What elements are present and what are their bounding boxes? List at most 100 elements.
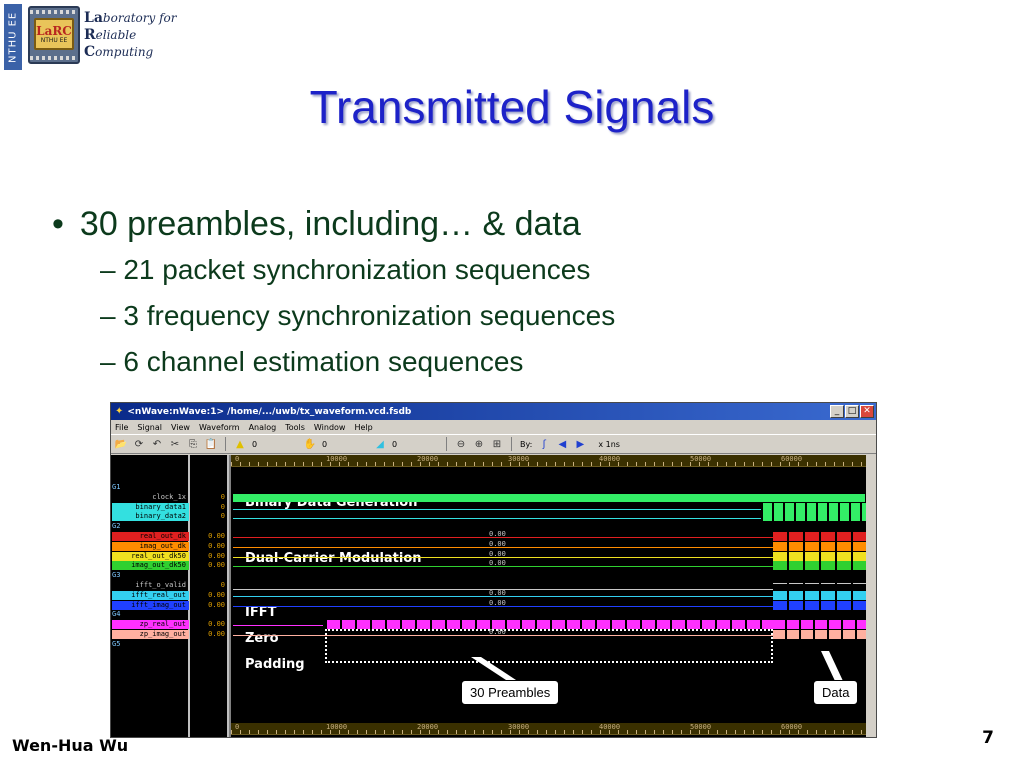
ruler-tick	[330, 730, 331, 734]
dcm-data-block	[805, 541, 819, 551]
binary-data2-waveform	[233, 518, 761, 520]
menu-signal[interactable]: Signal	[137, 422, 162, 432]
cut-icon[interactable]: ✂	[170, 438, 180, 450]
binary-data1-pulse	[818, 502, 827, 512]
ruler-tick	[663, 730, 664, 734]
menu-file[interactable]: File	[115, 422, 129, 432]
ruler-tick	[609, 462, 610, 466]
signal-name[interactable]: zp_real_out	[112, 620, 189, 630]
maximize-button[interactable]: □	[845, 405, 859, 418]
menu-bar: File Signal View Waveform Analog Tools W…	[111, 420, 876, 434]
menu-analog[interactable]: Analog	[248, 422, 277, 432]
zoom-out-icon[interactable]: ⊖	[456, 438, 466, 450]
search-forward-icon[interactable]: ▶	[576, 438, 585, 450]
zp-preamble-block	[702, 620, 715, 630]
menu-waveform[interactable]: Waveform	[198, 422, 240, 432]
cursor-icon[interactable]: ▲	[236, 438, 244, 450]
signal-name[interactable]: imag_out_dk	[112, 541, 189, 551]
ruler-tick	[825, 730, 826, 734]
ifft-real-block	[789, 590, 803, 600]
ifft-real-block	[805, 590, 819, 600]
menu-help[interactable]: Help	[354, 422, 373, 432]
ruler-tick	[861, 462, 862, 466]
zp-preamble-block	[327, 620, 340, 630]
signal-name[interactable]: binary_data1	[112, 502, 189, 512]
bullet-list: •30 preambles, including… & data – 21 pa…	[52, 205, 615, 378]
signal-group-header[interactable]: G3	[112, 571, 121, 580]
sub-bullet-text: 21 packet synchronization sequences	[123, 254, 591, 285]
pane-splitter[interactable]	[229, 455, 231, 737]
padding-label: Padding	[245, 657, 305, 672]
ruler-tick	[420, 462, 421, 466]
copy-icon[interactable]: ⎘	[189, 438, 197, 450]
callout-pointers	[471, 651, 843, 681]
signal-name[interactable]: ifft_o_valid	[135, 581, 186, 589]
ruler-tick	[339, 730, 340, 734]
ruler-tick	[411, 730, 412, 734]
ruler-tick-label: 30000	[508, 723, 530, 731]
logo-line-3: Computing	[84, 44, 154, 60]
rising-edge-icon[interactable]: ʃ	[542, 438, 547, 450]
zp-data-block	[857, 620, 869, 630]
signal-value: 0	[220, 492, 225, 501]
signal-group-header[interactable]: G5	[112, 639, 121, 648]
toolbar: 📂 ⟳ ↶ ✂ ⎘ 📋 ▲ 0 ✋ 0 ◢ 0 ⊖ ⊕ ⊞ By: ʃ ◀ ▶ …	[111, 434, 876, 454]
zp-preamble-block	[762, 620, 775, 630]
marker-icon[interactable]: ✋	[303, 438, 317, 450]
ruler-tick	[537, 730, 538, 734]
ruler-tick	[753, 462, 754, 466]
signal-name[interactable]: zp_imag_out	[112, 630, 189, 639]
ruler-tick	[519, 730, 520, 734]
menu-tools[interactable]: Tools	[285, 422, 305, 432]
zp-data-block	[829, 620, 841, 630]
toolbar-separator	[225, 437, 226, 451]
ruler-tick	[834, 730, 835, 734]
signal-group-header[interactable]: G2	[112, 522, 121, 531]
ruler-tick	[780, 730, 781, 734]
ruler-tick	[861, 730, 862, 734]
waveform-value-label: 0.00	[489, 549, 506, 558]
ruler-tick	[240, 462, 241, 466]
signal-name[interactable]: ifft_imag_out	[112, 600, 189, 610]
ruler-tick	[771, 730, 772, 734]
dcm-data-block	[837, 561, 851, 571]
menu-view[interactable]: View	[170, 422, 190, 432]
by-label: By:	[520, 439, 533, 449]
ruler-tick	[312, 462, 313, 466]
paste-icon[interactable]: 📋	[204, 438, 218, 450]
close-button[interactable]: ✕	[860, 405, 874, 418]
window-titlebar[interactable]: ✦ <nWave:nWave:1> /home/.../uwb/tx_wavef…	[111, 403, 876, 420]
menu-window[interactable]: Window	[313, 422, 346, 432]
dcm-data-block	[789, 561, 803, 571]
zoom-in-icon[interactable]: ⊕	[474, 438, 484, 450]
reload-icon[interactable]: ⟳	[134, 438, 144, 450]
ifft-real-block	[853, 590, 867, 600]
zp-imag-block	[843, 630, 855, 639]
open-file-icon[interactable]: 📂	[114, 438, 128, 450]
signal-name[interactable]: imag_out_dk50	[112, 561, 189, 571]
signal-name[interactable]: ifft_real_out	[112, 590, 189, 600]
zoom-fit-icon[interactable]: ⊞	[492, 438, 502, 450]
undo-icon[interactable]: ↶	[152, 438, 162, 450]
signal-name[interactable]: real_out_dk	[112, 532, 189, 541]
signal-name[interactable]: real_out_dk50	[112, 551, 189, 561]
delta-icon[interactable]: ◢	[376, 438, 384, 450]
search-backward-icon[interactable]: ◀	[558, 438, 567, 450]
vertical-scrollbar[interactable]	[866, 455, 876, 737]
ruler-tick	[231, 730, 232, 734]
ifft-valid-pulse	[853, 583, 867, 584]
signal-name[interactable]: clock_1x	[152, 492, 186, 501]
page-number: 7	[982, 728, 994, 748]
signal-group-header[interactable]: G1	[112, 483, 121, 491]
signal-group-header[interactable]: G4	[112, 610, 121, 619]
ruler-tick	[402, 462, 403, 466]
minimize-button[interactable]: _	[830, 405, 844, 418]
cursor-time-value: 0	[252, 439, 258, 449]
dcm-data-block	[773, 532, 787, 541]
binary-data1-pulse	[796, 502, 805, 512]
signal-name[interactable]: binary_data2	[112, 512, 189, 522]
zp-preamble-block	[567, 620, 580, 630]
